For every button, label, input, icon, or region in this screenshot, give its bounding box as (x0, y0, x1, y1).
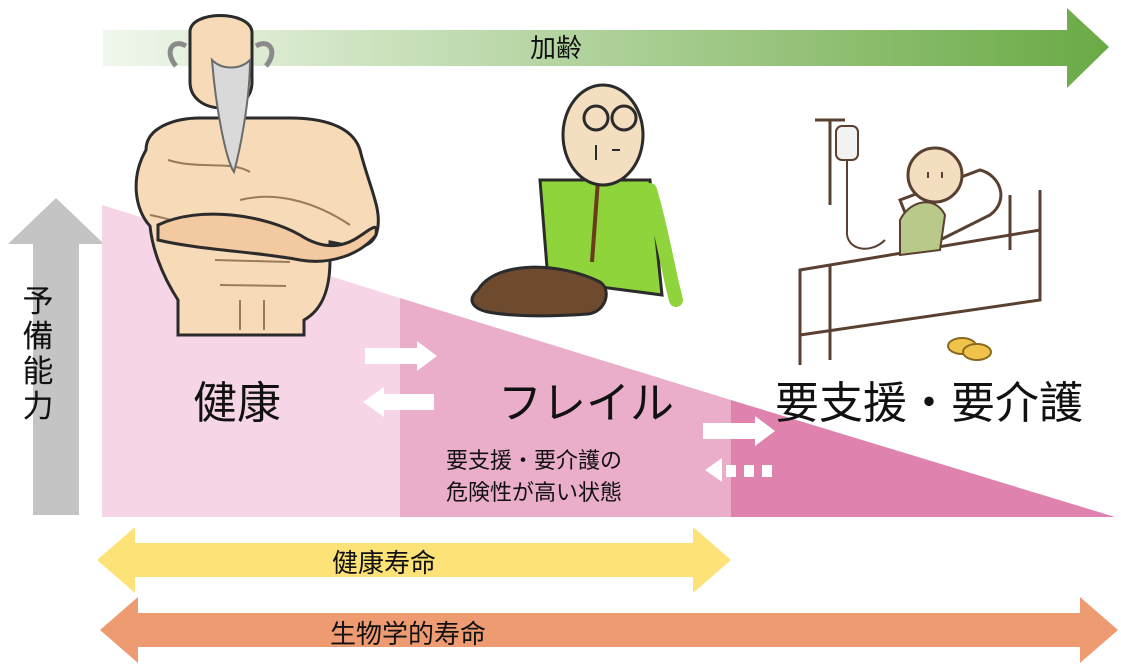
aging-arrow (103, 8, 1109, 88)
aging-label: 加齢 (530, 34, 583, 64)
healthy-label: 健康 (193, 378, 281, 429)
frailty-risk-note-line2: 危険性が高い状態 (446, 481, 623, 506)
frailty-label: フレイル (498, 378, 674, 429)
zone-frailty (400, 298, 731, 517)
arrow-frail-to-care (703, 416, 775, 446)
arrow-healthy-to-frail (365, 341, 437, 371)
arrow-frail-to-healthy (363, 387, 434, 417)
healthy-lifespan-arrow (97, 527, 731, 593)
reserve-capacity-label: 予備能力 (22, 284, 54, 425)
frailty-risk-note: 要支援・要介護の 危険性が高い状態 (446, 446, 622, 510)
biological-lifespan-arrow (100, 597, 1118, 663)
healthy-lifespan-label: 健康寿命 (332, 549, 437, 579)
zone-care (731, 400, 1115, 517)
muscular-elder-icon (134, 14, 380, 337)
bedridden-elder-icon (798, 118, 1042, 365)
reserve-capacity-arrow (8, 198, 104, 515)
biological-lifespan-label: 生物学的寿命 (330, 620, 487, 650)
frailty-risk-note-line1: 要支援・要介護の (446, 449, 623, 474)
arrow-care-to-frail-dotted (705, 458, 772, 482)
care-needed-label: 要支援・要介護 (775, 378, 1083, 429)
sitting-elder-icon (470, 83, 683, 318)
